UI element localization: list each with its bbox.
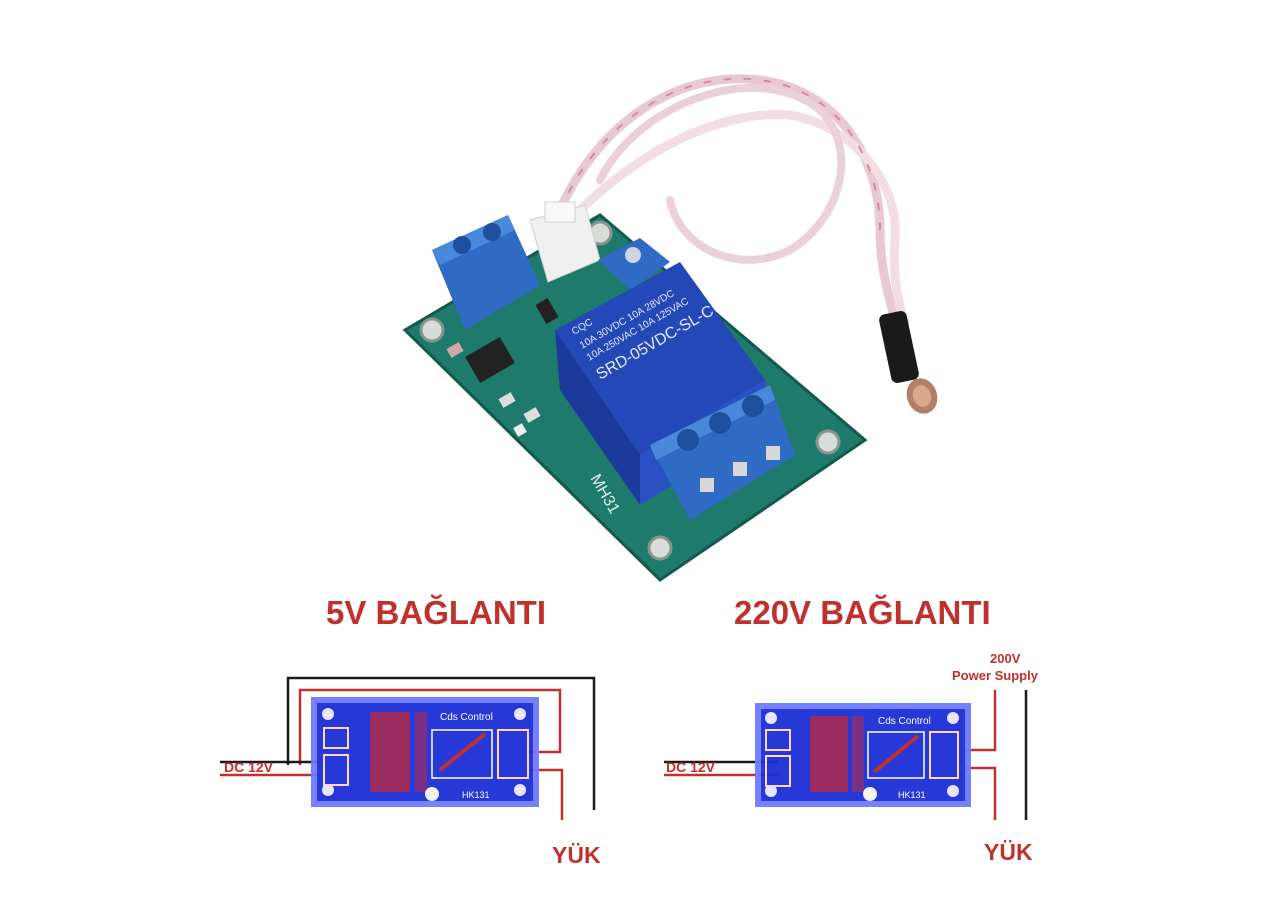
left-input-label: DC 12V: [224, 759, 274, 775]
right-supply-voltage-label: 200V: [990, 651, 1021, 666]
relay-module-photo: MH31 SRD-05VDC-SL-C 10A 250VAC 10A 125V: [402, 74, 938, 582]
right-input-label: DC 12V: [666, 759, 716, 775]
right-load-label: YÜK: [984, 839, 1033, 865]
input-terminal-block: [432, 215, 540, 330]
right-supply-label: Power Supply: [952, 668, 1038, 683]
right-diagram-title: 220V BAĞLANTI: [734, 594, 991, 631]
right-board-label: Cds Control: [878, 716, 931, 727]
left-board-label: Cds Control: [440, 712, 493, 723]
left-load-label: YÜK: [552, 842, 601, 868]
photoresistor: [879, 310, 938, 414]
sensor-cable: [555, 74, 910, 327]
right-wiring-diagram: Cds Control HK131: [664, 690, 1028, 820]
left-diagram-title: 5V BAĞLANTI: [326, 594, 547, 631]
sensor-connector: [529, 201, 601, 283]
potentiometer: [598, 238, 670, 290]
left-pcb-board: Cds Control HK131: [311, 697, 539, 807]
output-terminal-block: [650, 385, 795, 520]
right-board-model: HK131: [898, 790, 926, 800]
right-pcb-board: Cds Control HK131: [755, 703, 971, 807]
left-wiring-diagram: Cds Control HK131: [220, 676, 596, 820]
left-board-model: HK131: [462, 790, 490, 800]
